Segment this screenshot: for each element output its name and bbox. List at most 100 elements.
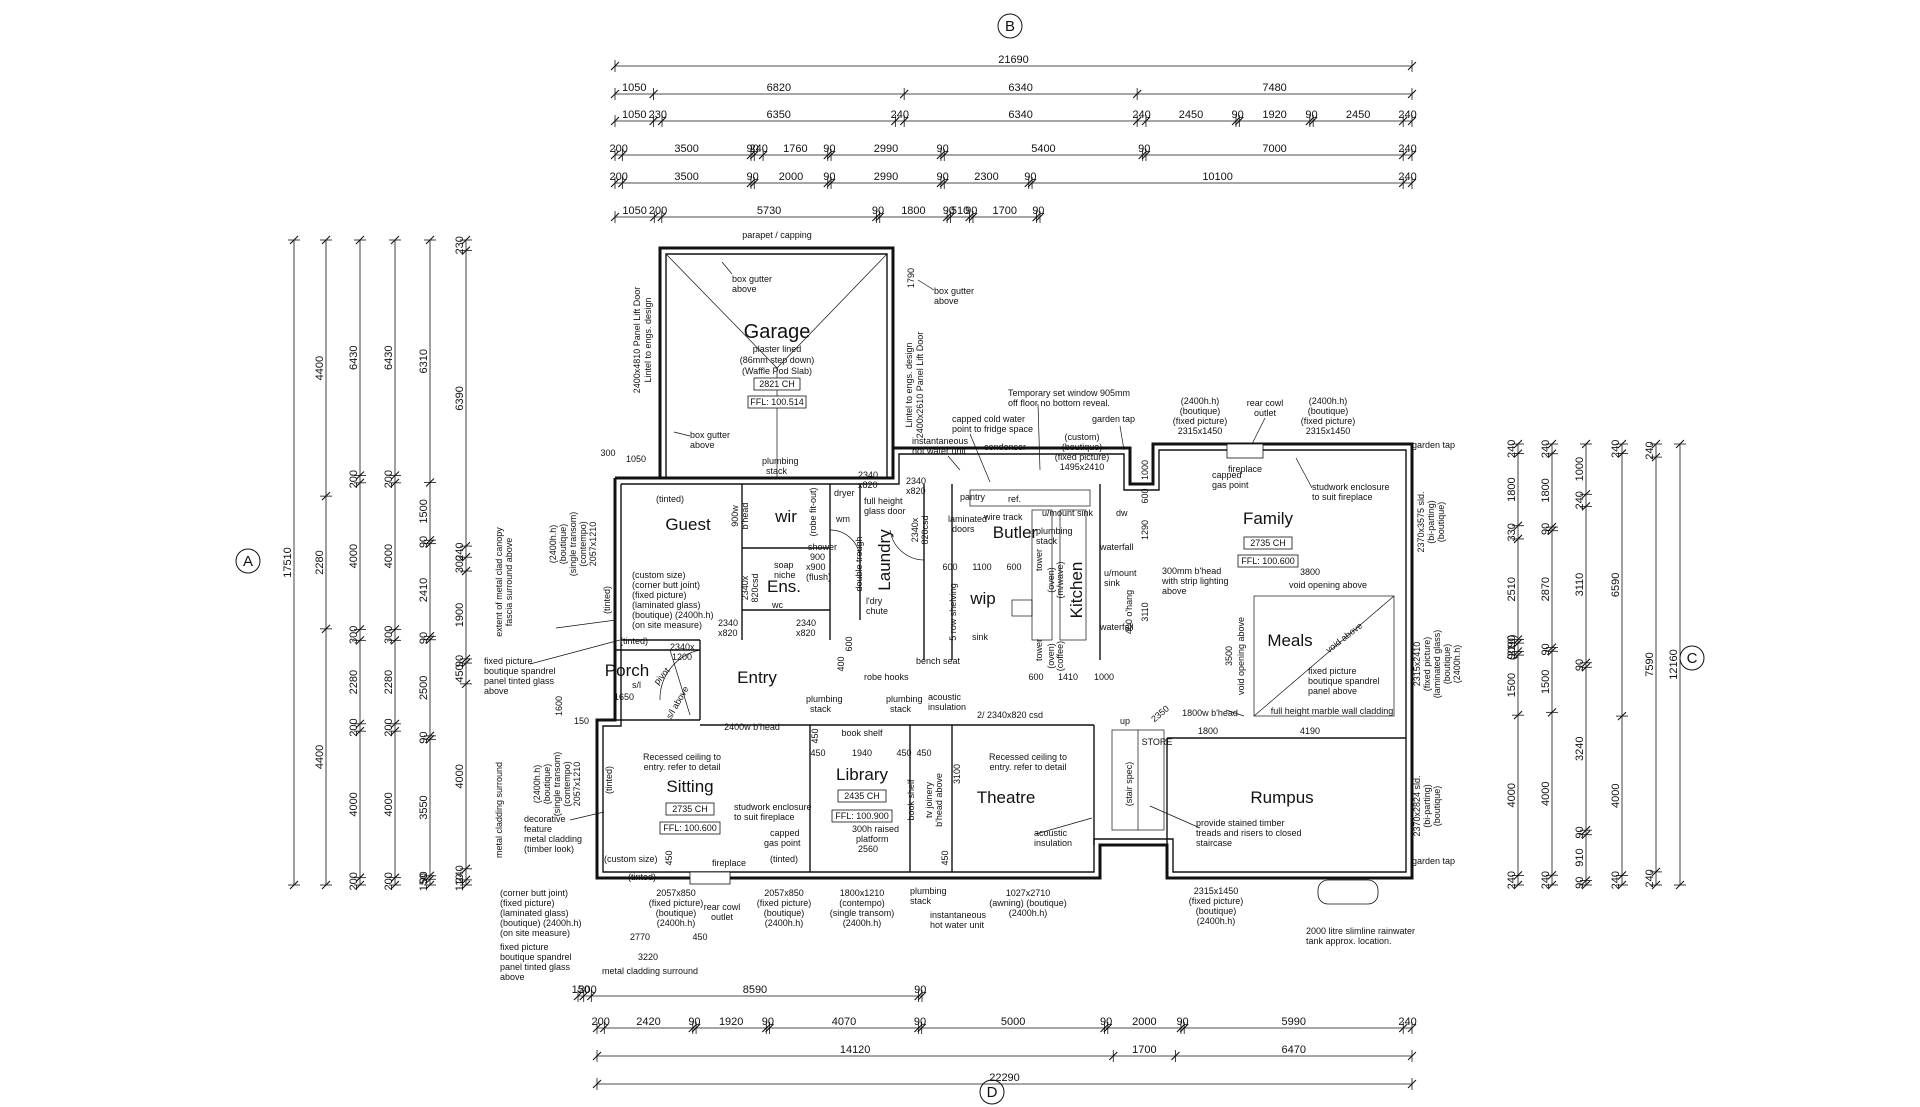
window-note: boutique spandrel	[484, 666, 556, 676]
window-note: 2315x1450	[1178, 426, 1223, 436]
dimension-label: 200	[649, 205, 667, 217]
bulkhead-note: 2400w b'head	[724, 722, 780, 732]
window-note: (boutique)	[1196, 906, 1237, 916]
dimension-label: 1000	[1574, 457, 1586, 481]
room-labels: Garage Guest wir Ens. Laundry Butler wip…	[605, 321, 1314, 807]
dimension-label: 1790	[906, 268, 916, 288]
dimension-label: 240	[1610, 871, 1622, 889]
service-note: outlet	[711, 912, 734, 922]
dimension-label: 2000	[779, 171, 803, 183]
window-note: (contempo)	[839, 898, 885, 908]
dimension-label: 6310	[418, 349, 430, 373]
room-entry: Entry	[737, 668, 777, 687]
dimension-label: 2420	[636, 1016, 660, 1028]
dimension-label: 240	[1132, 109, 1150, 121]
window-note: (2400h.h)	[843, 918, 882, 928]
window-note: (boutique)	[764, 908, 805, 918]
dimension-label: 2990	[874, 171, 898, 183]
joinery-note: 5 row shelving	[948, 583, 958, 641]
dimension-label: 240	[1644, 869, 1656, 887]
dimension-label: 90	[1032, 205, 1044, 217]
dimension-label: 300	[600, 448, 615, 458]
service-note: condenser	[984, 442, 1026, 452]
dimension-label: 600	[844, 636, 854, 651]
service-note: instantaneous	[912, 436, 969, 446]
window-note: (boutique)	[1062, 442, 1103, 452]
window-note: (fixed picture)	[1301, 416, 1356, 426]
dimension-label: 450	[940, 850, 950, 865]
dim-right-col6: 12160	[1668, 439, 1686, 890]
dimension-label: 4000	[348, 544, 360, 568]
dimension-label: 240	[749, 143, 767, 155]
door-note: 2340	[796, 618, 816, 628]
room-porch: Porch	[605, 661, 649, 680]
garden-tap-note: garden tap	[1412, 856, 1455, 866]
dimension-label: 4400	[314, 745, 326, 769]
dimension-label: 6820	[767, 82, 791, 94]
ceiling-note: entry. refer to detail	[990, 762, 1067, 772]
dimension-label: 1700	[993, 205, 1017, 217]
service-note: plumbing	[910, 886, 947, 896]
dimension-label: 4000	[383, 792, 395, 816]
dimension-label: 1940	[852, 748, 872, 758]
dimension-label: 200	[383, 718, 395, 736]
fireplace-note: fireplace	[712, 858, 746, 868]
dimension-label: 2870	[1540, 577, 1552, 601]
room-ens: Ens.	[767, 577, 801, 596]
dimension-label: 150	[418, 873, 430, 891]
dimension-label: 200	[348, 872, 360, 890]
dimension-label: 2350	[1149, 703, 1171, 724]
dimension-label: 240	[1398, 109, 1416, 121]
fixture-note: wc	[771, 600, 783, 610]
window-note: (single transom)	[568, 512, 578, 577]
door-note: 820csd	[750, 573, 760, 602]
dimension-label: 200	[609, 171, 627, 183]
dimension-label: 90	[418, 731, 430, 743]
dimension-label: 200	[591, 1016, 609, 1028]
joinery-note: double trough	[854, 536, 864, 591]
service-note: point to fridge space	[952, 424, 1033, 434]
door-note: full height	[864, 496, 903, 506]
dimension-label: 2500	[418, 676, 430, 700]
joinery-note: robe hooks	[864, 672, 909, 682]
door-note: x820	[906, 486, 926, 496]
dimension-label: 400	[836, 656, 846, 671]
glazing-note: (tinted)	[656, 494, 684, 504]
service-note: plumbing	[806, 694, 843, 704]
dimension-label: 6430	[348, 346, 360, 370]
dimension-label: 6350	[766, 109, 790, 121]
dimension-label: 3100	[952, 764, 962, 784]
grid-marker-b: B	[1005, 18, 1015, 35]
dimension-label: 1500	[418, 499, 430, 523]
void-note: void opening above	[1236, 617, 1246, 695]
family-ch-tag: 2735 CH	[1250, 538, 1286, 548]
dimension-label: 8590	[743, 984, 767, 996]
dimension-label: 2280	[314, 550, 326, 574]
dimension-label: 90	[1574, 659, 1586, 671]
glazing-note: (tinted)	[602, 586, 612, 614]
dimension-label: 240	[454, 865, 466, 883]
joinery-note: u/mount sink	[1042, 508, 1094, 518]
dimension-label: 240	[1610, 440, 1622, 458]
garden-tap-note: garden tap	[1092, 414, 1135, 424]
joinery-note: waterfall	[1099, 542, 1134, 552]
dimension-label: 3240	[1574, 736, 1586, 760]
appliance-note: wm	[835, 514, 850, 524]
dimension-label: 90	[823, 143, 835, 155]
dimension-label: 90	[746, 171, 758, 183]
dim-bottom-overall: 22290	[592, 1072, 1417, 1090]
window-note: (custom)	[1064, 432, 1099, 442]
dimension-label: 4000	[348, 792, 360, 816]
dimension-label: 4070	[832, 1016, 856, 1028]
dimension-label: 90	[872, 205, 884, 217]
platform-note: 300h raised	[852, 824, 899, 834]
window-note: (fixed picture)	[1422, 637, 1432, 692]
appliance-note: dryer	[834, 488, 855, 498]
dim-left-overall: 17510	[282, 235, 300, 890]
window-note: boutique spandrel	[1308, 676, 1380, 686]
